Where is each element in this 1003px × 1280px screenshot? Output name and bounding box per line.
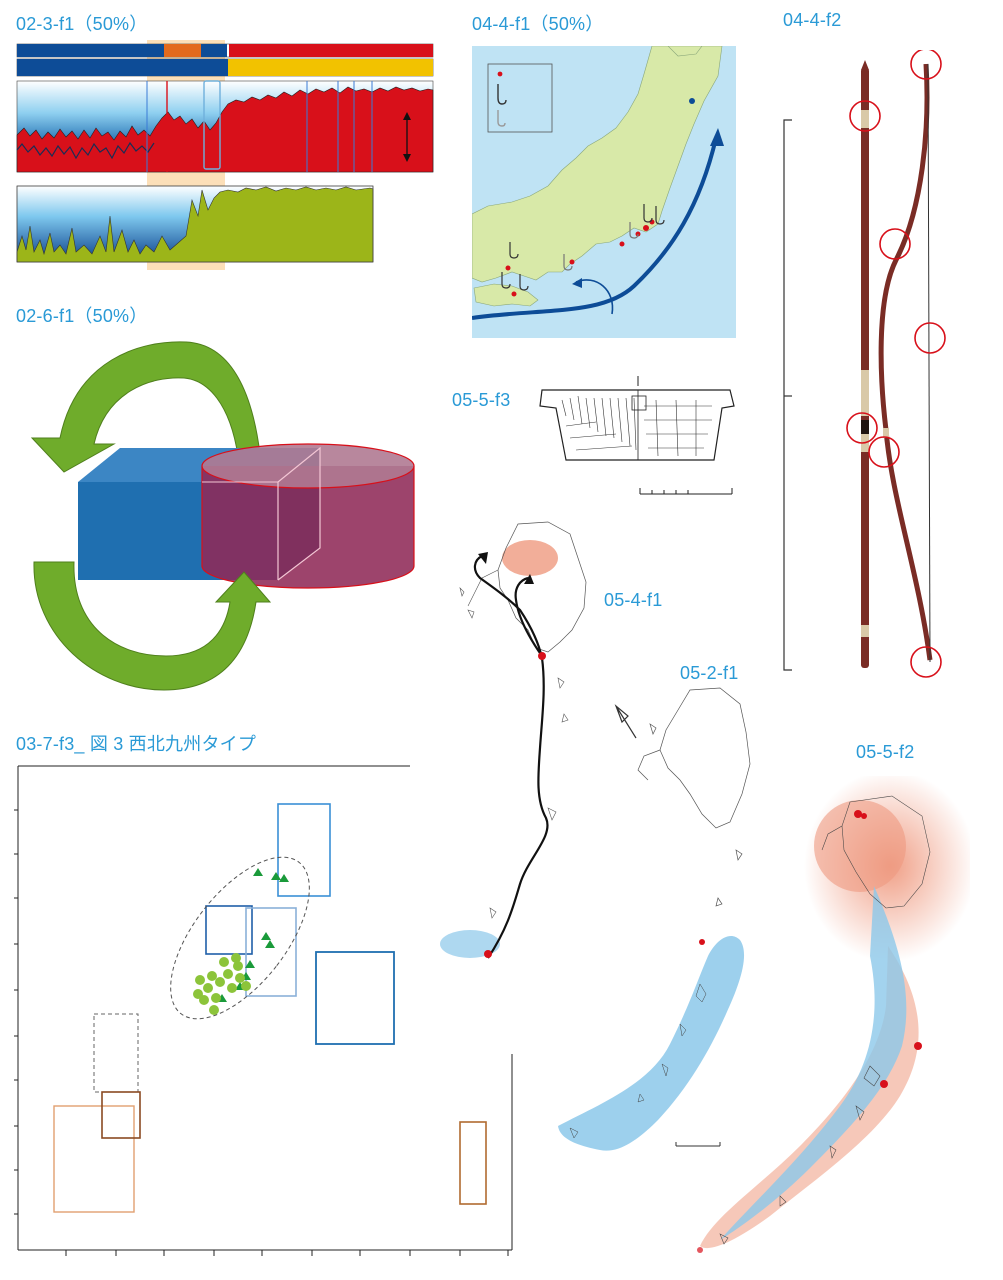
- heat-blue-band: [720, 886, 907, 1240]
- figure-05-5-f3-pottery: [536, 376, 740, 500]
- circle-points: [193, 953, 251, 1015]
- figure-02-6-f1: [20, 334, 440, 704]
- caption-04-4-f2: 04-4-f2: [783, 10, 842, 30]
- range-box: [315, 951, 395, 1045]
- figure-02-3-f1: [14, 40, 436, 270]
- bow-string: [927, 63, 931, 663]
- range-box: [53, 1105, 135, 1213]
- caption-05-4-f1: 05-4-f1: [604, 590, 663, 610]
- caption-05-5-f3: 05-5-f3: [452, 390, 511, 410]
- migration-route: [473, 555, 549, 959]
- caption-05-5-f2: 05-5-f2: [856, 742, 915, 762]
- site-markers: [501, 98, 695, 297]
- range-box: [101, 1091, 141, 1139]
- caption-05-2-f1: 05-2-f1: [680, 663, 739, 683]
- coast-outline: [637, 687, 751, 907]
- blue-distribution-band: [558, 935, 745, 1151]
- site-dot: [880, 1080, 888, 1088]
- cylinder: [201, 466, 415, 589]
- range-box-dashed: [93, 1013, 139, 1093]
- honshu-land: [472, 46, 723, 283]
- caption-03-7-f3: 03-7-f3_ 図 3 西北九州タイプ: [16, 734, 257, 754]
- cluster-ellipse: [170, 856, 310, 1020]
- red-dot-icon: [497, 71, 503, 77]
- site-dot: [914, 1042, 922, 1050]
- range-box: [205, 905, 253, 955]
- range-box: [459, 1121, 487, 1205]
- site-dot: [699, 939, 705, 945]
- range-box: [277, 803, 331, 897]
- figure-05-4-f1-map: [438, 518, 608, 968]
- caption-04-4-f1: 04-4-f1（50%）: [472, 14, 604, 34]
- caption-02-3-f1: 02-3-f1（50%）: [16, 14, 148, 34]
- x-ticks: [65, 1250, 509, 1256]
- site-dot-south: [484, 950, 492, 958]
- straight-bow: [861, 68, 869, 668]
- y-ticks: [14, 809, 18, 1215]
- site-dot: [854, 810, 862, 818]
- north-arrow-icon: [612, 702, 640, 742]
- figure-03-7-f3-chart: [14, 762, 520, 1262]
- curved-bow: [878, 63, 933, 661]
- figure-04-4-f1-map: [472, 46, 736, 338]
- range-box: [245, 907, 297, 997]
- fishhook-icon: [497, 84, 507, 105]
- kuroshio-current: [472, 137, 718, 320]
- legend-box: [487, 63, 553, 133]
- figure-05-2-f1-map: [540, 684, 770, 1164]
- figure-04-4-f2-bow: [780, 50, 960, 690]
- signal-area: [16, 86, 434, 173]
- figure-05-5-f2-map: [660, 776, 970, 1270]
- site-dot: [538, 652, 546, 660]
- pottery-outline: [539, 389, 735, 461]
- signal-area-olive: [16, 186, 374, 263]
- coast-outline: [719, 795, 931, 1245]
- kyushu-outline: [497, 521, 587, 653]
- highlight-circles: [846, 50, 946, 678]
- caption-02-6-f1: 02-6-f1（50%）: [16, 306, 148, 326]
- cycle-arrow-bottom: [33, 561, 272, 691]
- origin-area: [502, 540, 558, 576]
- fishhook-gray-icon: [497, 110, 506, 127]
